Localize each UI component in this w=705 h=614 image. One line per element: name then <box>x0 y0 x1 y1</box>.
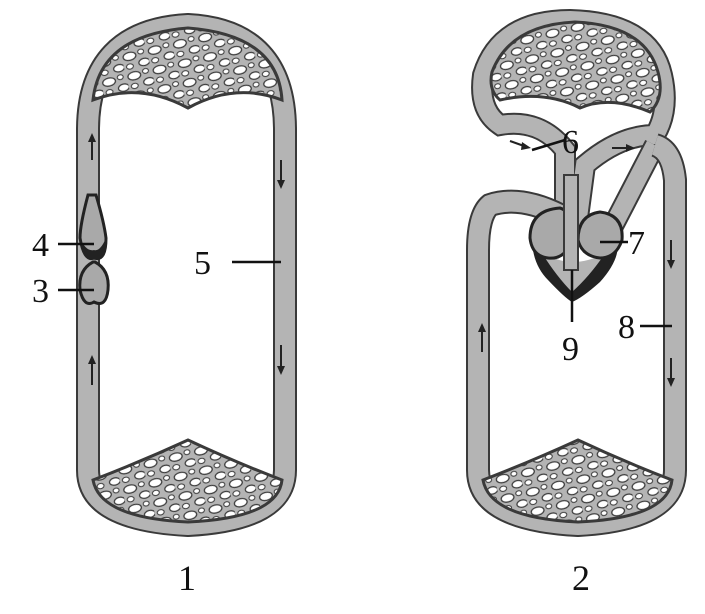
flow-arrows-1 <box>88 133 285 385</box>
label-6: 6 <box>562 124 579 161</box>
caption-1: 1 <box>178 558 196 598</box>
pulmonary-loop <box>471 8 676 242</box>
systemic-loop <box>466 133 687 538</box>
capillary-bed-bottom-2 <box>481 438 674 524</box>
heart-atrium-7 <box>576 210 624 260</box>
heart-chamber-3 <box>78 260 110 305</box>
flow-arrows-2 <box>478 140 675 387</box>
label-8: 8 <box>618 309 635 346</box>
label-3: 3 <box>32 273 49 310</box>
label-7: 7 <box>628 225 645 262</box>
heart-2 <box>528 174 624 302</box>
capillary-bed-top-1 <box>91 26 284 110</box>
arrow-down-icon <box>667 358 675 387</box>
arrow-up-icon <box>88 355 96 385</box>
arrow-down-icon <box>667 240 675 269</box>
diagram-2: 6 7 8 9 2 <box>466 8 687 598</box>
arrow-down-icon <box>277 160 285 189</box>
label-4: 4 <box>32 227 49 264</box>
vessel-loop-1 <box>76 12 297 538</box>
arrow-up-icon <box>478 323 486 352</box>
arrow-down-icon <box>277 345 285 375</box>
diagram-1: 4 3 5 1 <box>32 12 297 598</box>
capillary-bed-top-2 <box>489 20 662 114</box>
arrow-right-icon <box>612 144 635 152</box>
heart-1 <box>78 193 110 305</box>
capillary-bed-bottom-1 <box>91 438 284 524</box>
arrow-up-icon <box>88 133 96 160</box>
label-9: 9 <box>562 331 579 368</box>
caption-2: 2 <box>572 558 590 598</box>
arrow-right-icon <box>509 140 531 150</box>
label-5: 5 <box>194 245 211 282</box>
